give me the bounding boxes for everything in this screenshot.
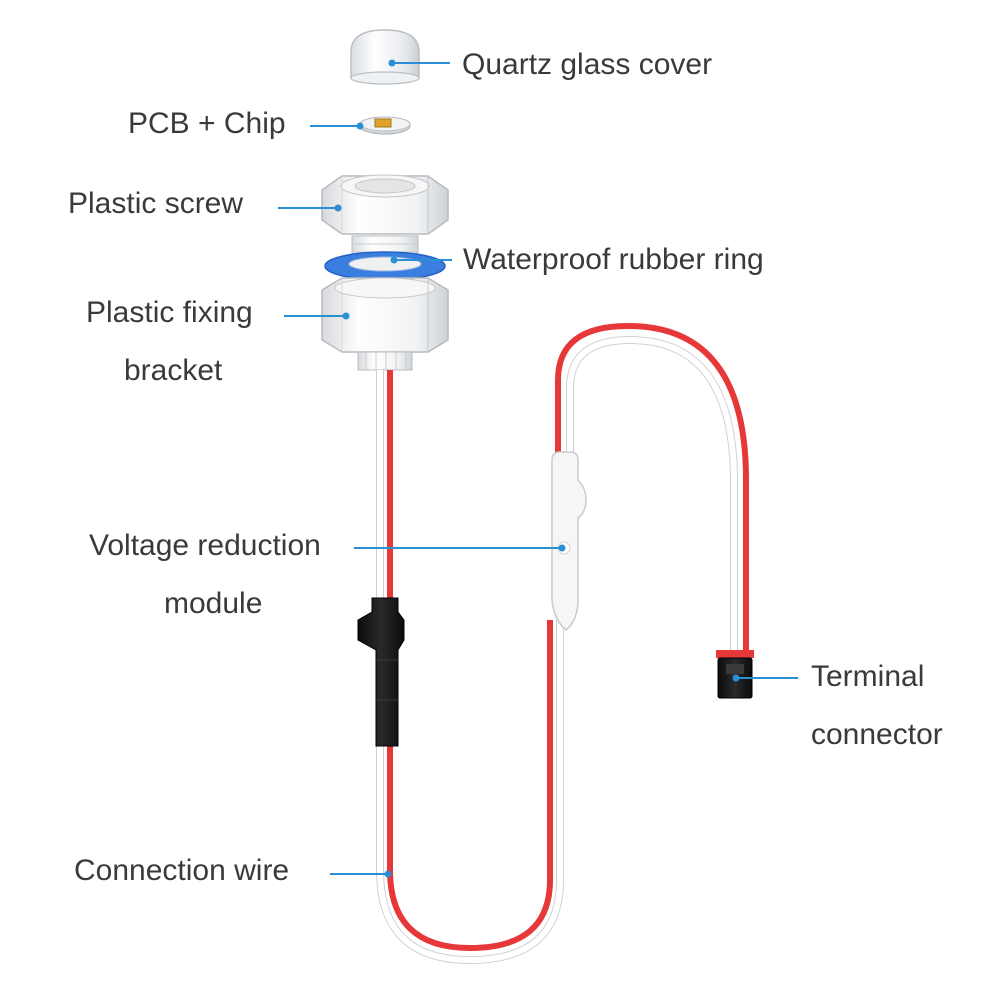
leader-voltage [354, 544, 566, 552]
plastic-fixing-bracket [321, 277, 449, 371]
waterproof-rubber-ring [324, 251, 446, 281]
label-plastic-screw: Plastic screw [68, 187, 244, 220]
leader-rubber [390, 256, 452, 264]
label-voltage-reduction-line2: module [164, 587, 263, 620]
label-connection-wire: Connection wire [74, 854, 290, 887]
connection-wire-left [376, 370, 564, 965]
plastic-screw [321, 174, 449, 235]
terminal-connector [716, 650, 754, 699]
label-plastic-fixing-line2: bracket [124, 354, 223, 387]
connection-wire-right [555, 322, 749, 650]
label-terminal-line2: connector [811, 718, 943, 751]
leader-quartz [388, 59, 450, 67]
quartz-glass-cover [350, 29, 420, 85]
label-voltage-reduction-line1: Voltage reduction [89, 529, 321, 562]
label-terminal-line1: Terminal [811, 660, 925, 693]
label-pcb-chip: PCB + Chip [128, 107, 286, 140]
label-quartz-glass-cover: Quartz glass cover [462, 48, 713, 81]
leader-pcb [310, 122, 364, 130]
label-waterproof-rubber-ring: Waterproof rubber ring [463, 243, 764, 276]
sm-connector [357, 597, 405, 747]
pcb-chip [359, 116, 411, 135]
leader-wire [330, 870, 392, 878]
leader-screw [278, 204, 342, 212]
voltage-reduction-module [551, 451, 587, 631]
label-plastic-fixing-line1: Plastic fixing [86, 296, 253, 329]
leader-terminal [732, 674, 798, 682]
leader-bracket [284, 312, 350, 320]
